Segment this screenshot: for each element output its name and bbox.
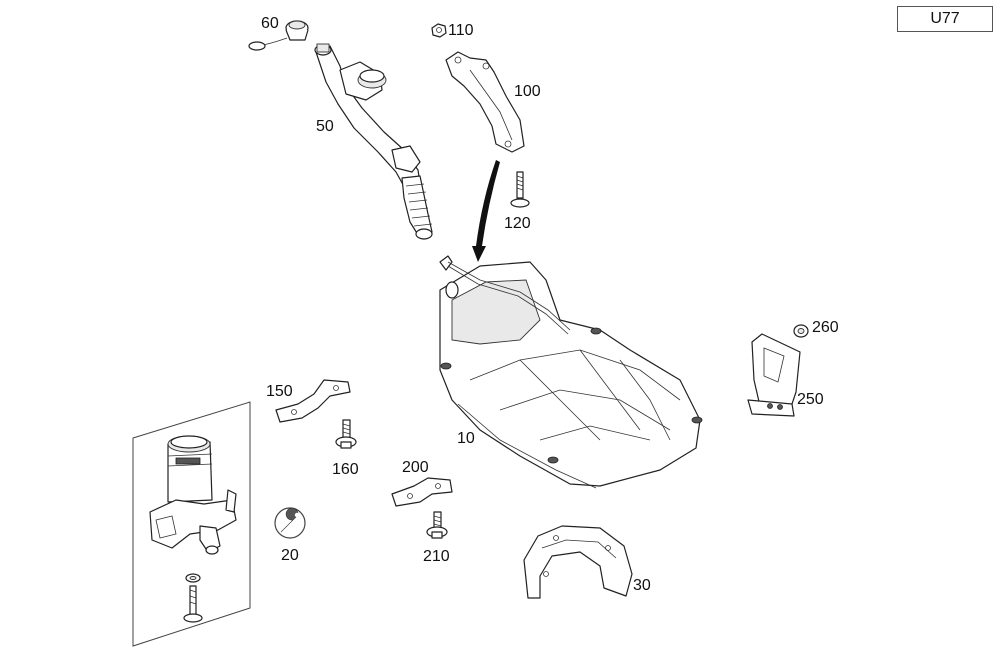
callout-150: 150 — [266, 383, 293, 400]
callout-120: 120 — [504, 215, 531, 232]
part-30-heat-shield[interactable] — [523, 525, 633, 599]
part-260-nut[interactable] — [793, 324, 809, 338]
callout-100: 100 — [514, 83, 541, 100]
part-washer[interactable] — [185, 573, 201, 583]
part-200-bracket[interactable] — [391, 477, 453, 507]
callout-60: 60 — [261, 15, 279, 32]
callout-20: 20 — [281, 547, 299, 564]
callout-250: 250 — [797, 391, 824, 408]
callout-160: 160 — [332, 461, 359, 478]
part-long-bolt[interactable] — [183, 585, 203, 623]
part-250-bracket[interactable] — [747, 333, 801, 417]
callout-200: 200 — [402, 459, 429, 476]
part-pump-assembly[interactable] — [149, 435, 237, 555]
part-210-bolt[interactable] — [426, 511, 448, 539]
wrench-icon — [274, 507, 306, 539]
part-60-filler-cap[interactable] — [248, 20, 309, 51]
callout-30: 30 — [633, 577, 651, 594]
part-100-bracket[interactable] — [445, 51, 525, 153]
part-50-filler-neck[interactable] — [314, 43, 433, 240]
part-120-stud-bolt[interactable] — [510, 171, 530, 208]
part-110-nut[interactable] — [431, 23, 447, 38]
callout-210: 210 — [423, 548, 450, 565]
diagram-code-box: U77 — [897, 6, 993, 32]
part-150-bracket[interactable] — [275, 379, 351, 423]
sub-assembly-frame — [132, 401, 251, 647]
callout-110: 110 — [448, 22, 474, 39]
part-160-bolt[interactable] — [335, 419, 357, 449]
curved-arrow-icon — [472, 160, 500, 262]
callout-260: 260 — [812, 319, 839, 336]
callout-10: 10 — [457, 430, 475, 447]
callout-50: 50 — [316, 118, 334, 135]
diagram-code: U77 — [930, 10, 960, 27]
part-10-tank[interactable] — [439, 255, 703, 489]
